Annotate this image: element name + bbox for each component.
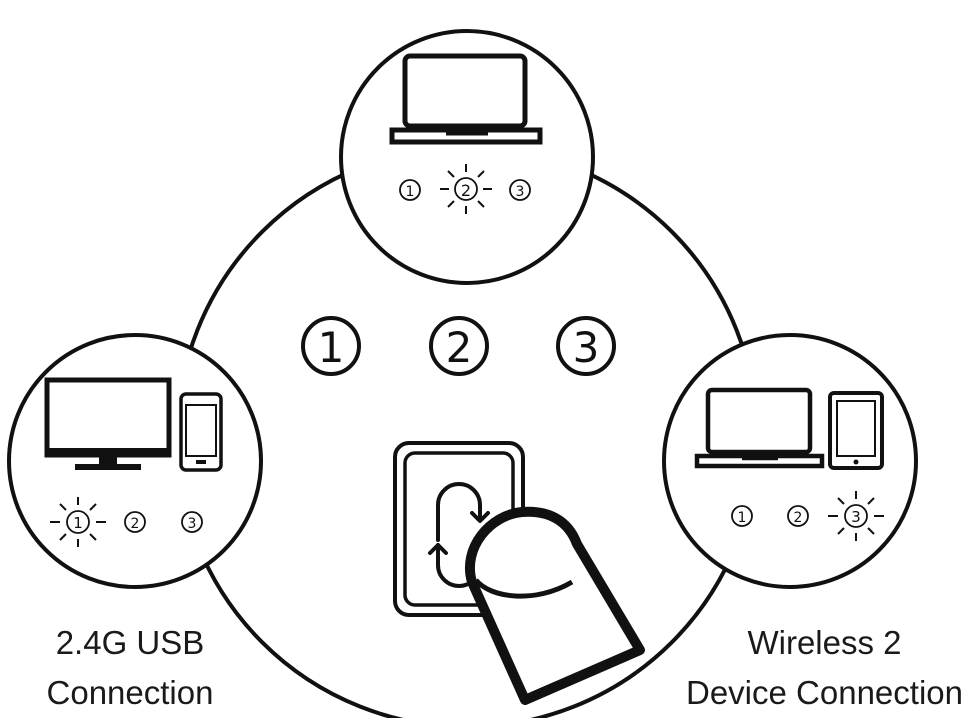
top-indicators: 1 2 [399,164,531,214]
right-caption: Wireless 2 Device Connection [672,618,977,718]
channel-badge-3: 3 [556,316,616,376]
channel-badge-2-label: 2 [446,323,473,372]
right-caption-line2: Device Connection [686,674,963,711]
laptop-icon [389,53,543,145]
light-rays-icon [828,491,884,541]
channel-badge-3-label: 3 [573,323,600,372]
right-indicator-3-label: 3 [851,508,861,526]
left-indicator-3: 3 [181,511,203,533]
left-indicator-1-label: 1 [73,514,83,532]
top-indicator-2-label: 2 [461,181,471,200]
left-indicator-1-active: 1 [50,497,106,547]
left-indicator-3-label: 3 [188,516,197,532]
right-panel: 1 2 3 [662,333,918,589]
finger-icon [465,506,645,705]
channel-badge-1-label: 1 [318,323,345,372]
monitor-icon [44,377,172,470]
left-caption-line2: Connection [46,674,214,711]
left-indicator-2: 2 [124,511,146,533]
laptop-icon [694,387,825,469]
top-indicator-3: 3 [509,179,531,201]
right-indicator-2-label: 2 [794,510,803,526]
left-caption-line1: 2.4G USB [55,624,205,661]
tablet-icon [828,391,884,470]
phone-icon [179,392,223,472]
right-caption-line1: Wireless 2 [747,624,902,661]
right-indicators: 1 2 3 [731,491,884,541]
left-caption: 2.4G USB Connection [20,618,240,718]
top-panel: 1 2 [339,29,595,285]
channel-badge-2: 2 [429,316,489,376]
light-rays-icon [50,497,106,547]
right-indicator-1-label: 1 [738,510,747,526]
top-indicator-1-label: 1 [406,184,415,200]
channel-badges: 1 2 3 [301,316,616,376]
top-panel-circle [339,29,595,285]
top-indicator-2-active: 2 [440,164,492,214]
right-indicator-3-active: 3 [828,491,884,541]
right-indicator-1: 1 [731,505,753,527]
top-indicator-3-label: 3 [516,184,525,200]
left-indicator-2-label: 2 [131,516,140,532]
right-indicator-2: 2 [787,505,809,527]
left-indicators: 1 2 [50,497,203,547]
channel-badge-1: 1 [301,316,361,376]
light-rays-icon [440,164,492,214]
top-indicator-1: 1 [399,179,421,201]
left-panel: 1 2 [7,333,263,589]
left-panel-circle [7,333,263,589]
